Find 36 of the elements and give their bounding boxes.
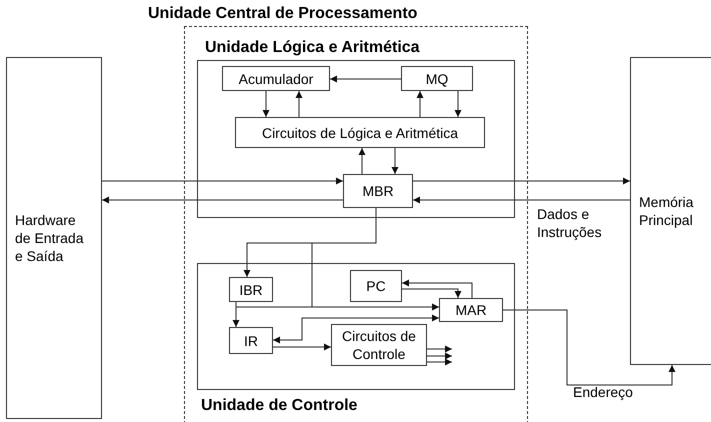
register-box: MAR (439, 298, 503, 322)
unit-heading: Unidade Lógica e Aritmética (205, 38, 420, 58)
component-box: Memória Principal (630, 57, 711, 365)
unit-heading: Unidade Central de Processamento (148, 4, 418, 24)
arrow (296, 90, 302, 118)
register-box: MBR (343, 174, 413, 208)
arrow (358, 148, 366, 174)
arrow (392, 148, 398, 174)
register-box: Circuitos de Controle (331, 324, 427, 366)
arrow (402, 288, 462, 298)
arrow (402, 280, 472, 298)
component-box: Hardware de Entrada e Saída (6, 57, 102, 419)
arrow (426, 358, 452, 366)
arrow (412, 196, 630, 204)
register-box: Acumulador (222, 66, 330, 91)
signal-label: Dados e Instruções (537, 205, 603, 241)
arrow (416, 90, 424, 118)
signal-label: Endereço (573, 383, 634, 401)
arrow (412, 178, 630, 184)
register-box: IBR (229, 277, 273, 302)
arrow (426, 352, 452, 360)
arrow (272, 314, 440, 344)
register-box: Circuitos de Lógica e Aritmética (235, 117, 485, 148)
arrow (330, 76, 402, 82)
arrow (426, 346, 452, 352)
arrow (236, 302, 440, 310)
unit-heading: Unidade de Controle (201, 396, 358, 416)
arrow (502, 310, 676, 386)
arrow (272, 344, 332, 350)
register-box: IR (229, 327, 273, 354)
arrow (102, 178, 344, 184)
register-box: PC (350, 270, 402, 302)
register-box: MQ (401, 66, 473, 91)
arrow (102, 196, 344, 204)
arrow (262, 90, 270, 118)
arrow (454, 90, 462, 118)
